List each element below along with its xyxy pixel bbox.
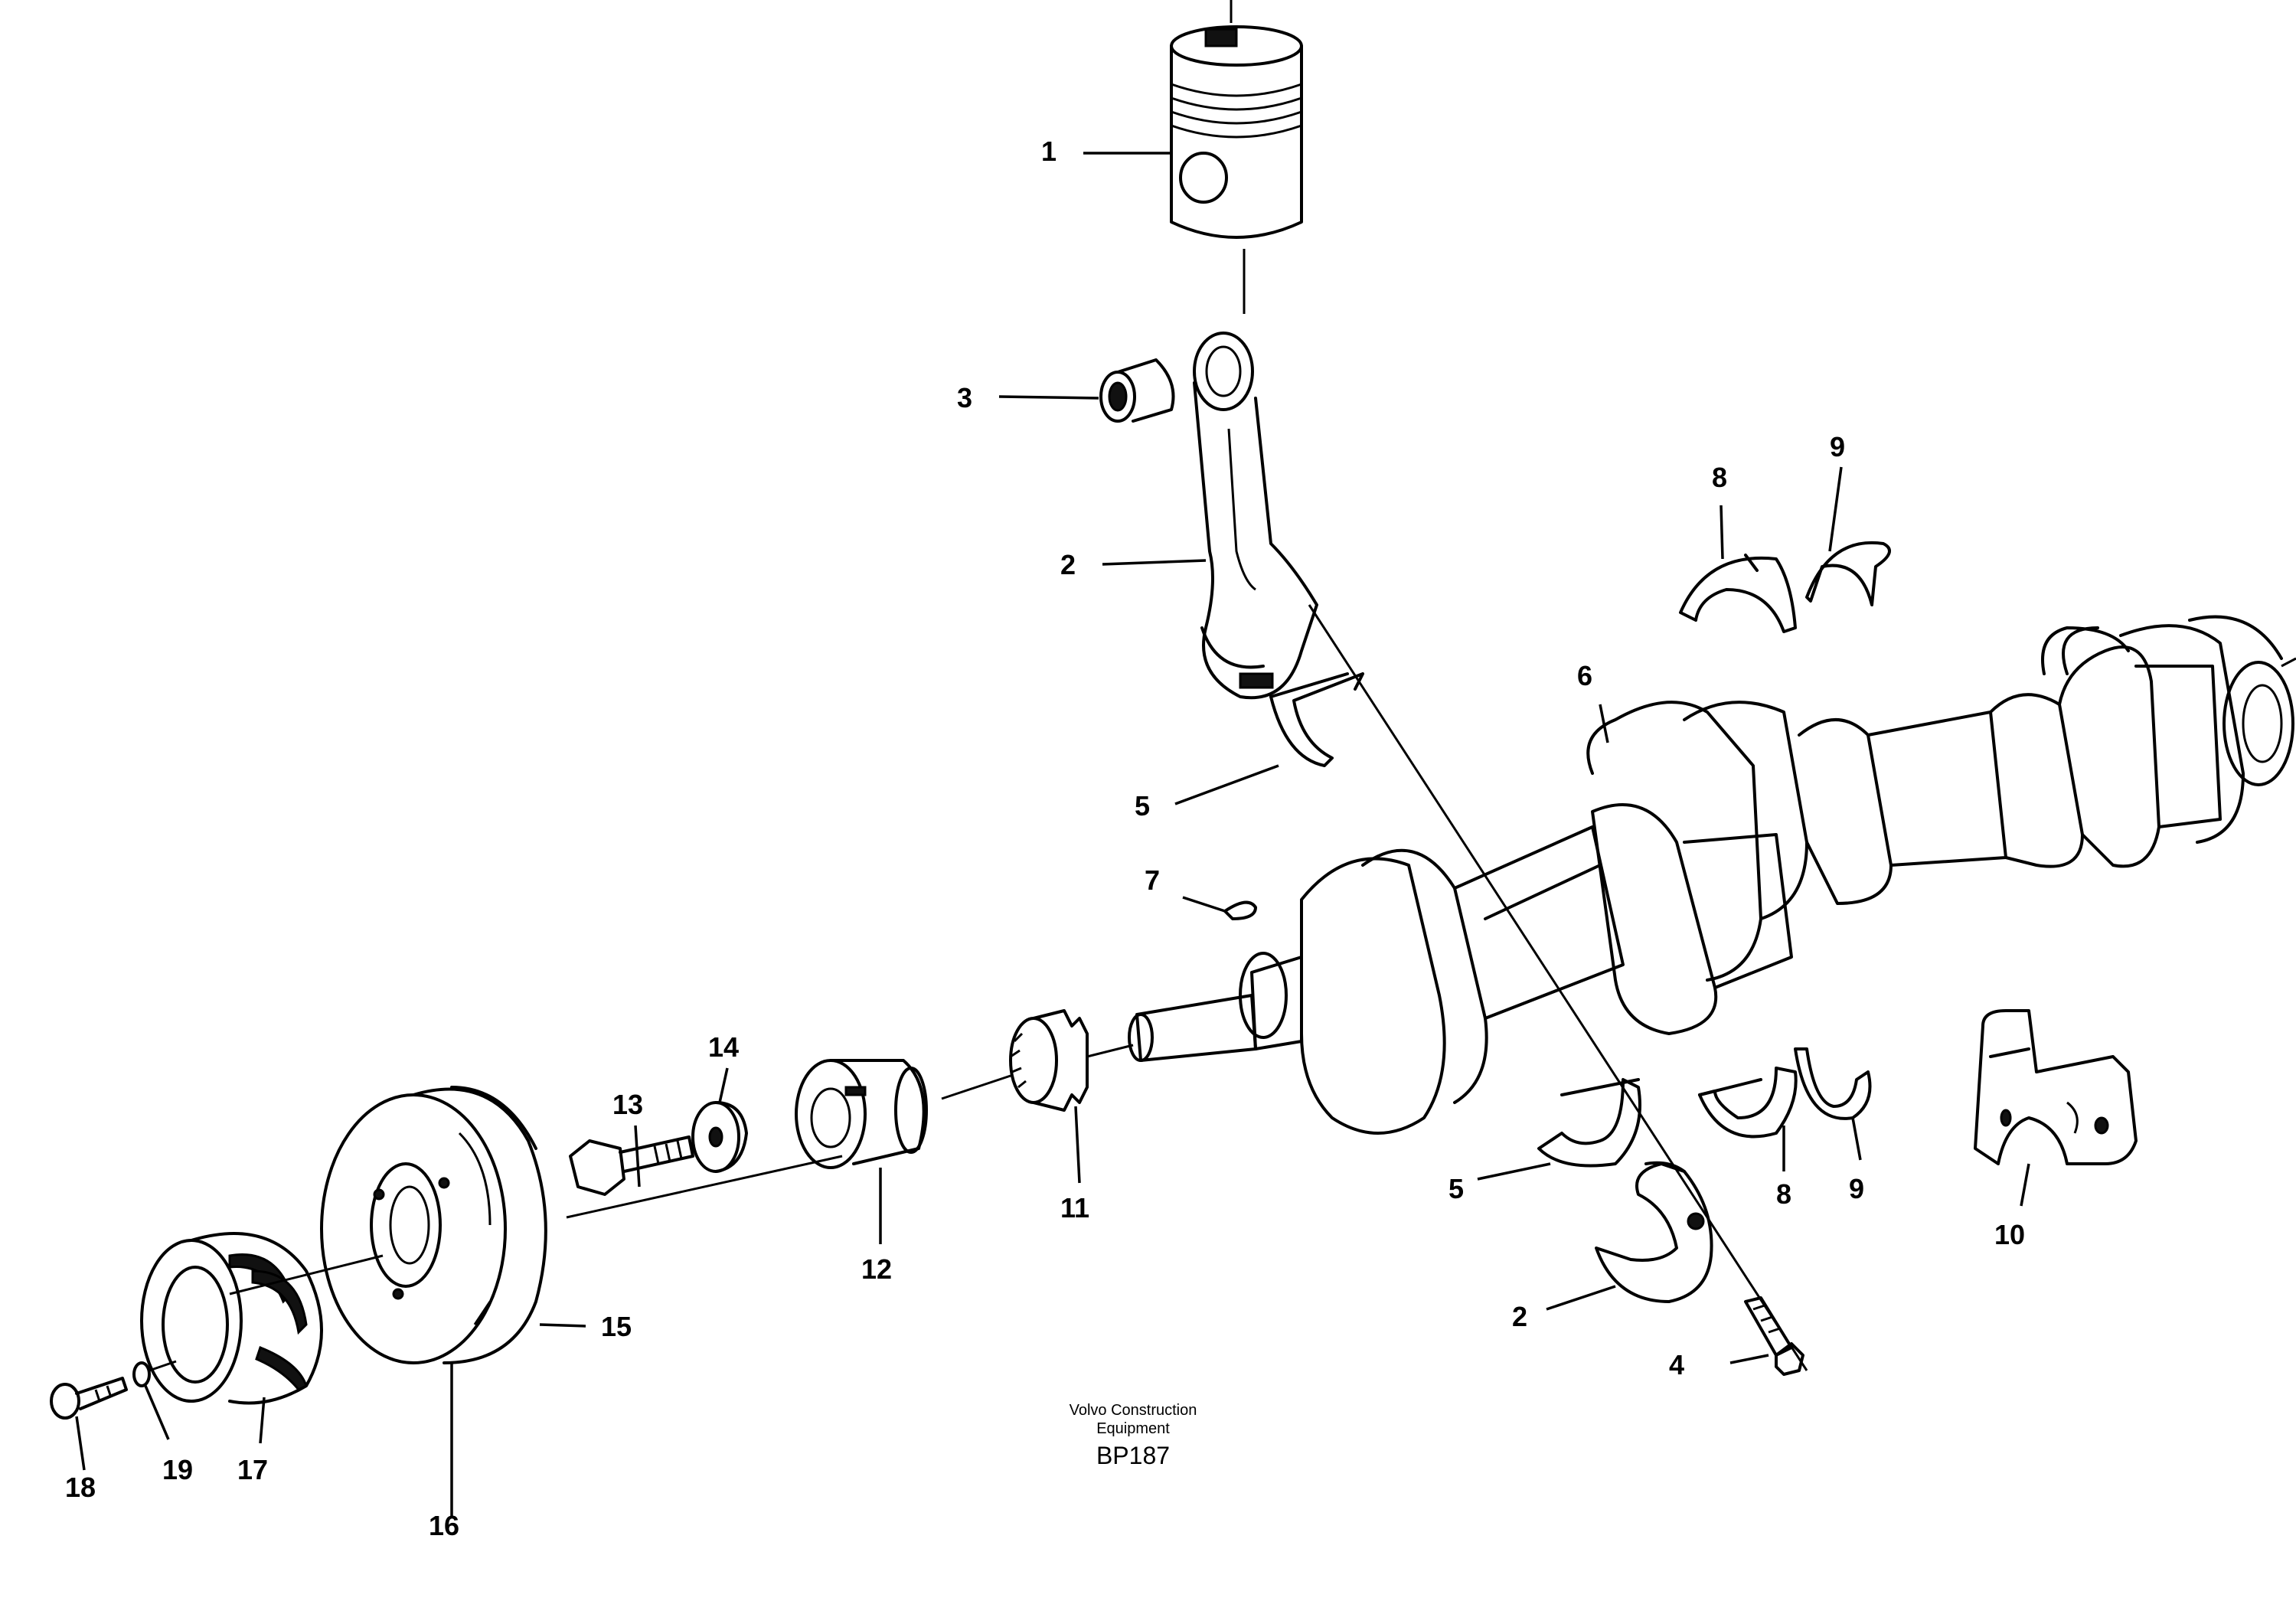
callout-9-bottom: 9 bbox=[1849, 1173, 1864, 1204]
callout-12: 12 bbox=[861, 1253, 892, 1285]
crankshaft bbox=[1128, 615, 2296, 1135]
drawing-code: BP187 bbox=[1096, 1442, 1170, 1469]
hub bbox=[795, 1059, 928, 1169]
callout-5-upper: 5 bbox=[1135, 790, 1150, 822]
thrust-washer-top bbox=[1805, 541, 1891, 606]
callout-2-rod: 2 bbox=[1060, 549, 1076, 580]
main-bearing-shell-bottom bbox=[1698, 1067, 1798, 1139]
credit-block: Volvo Construction Equipment BP187 bbox=[1070, 1402, 1197, 1469]
woodruff-key bbox=[1223, 900, 1257, 920]
credit-line-2: Equipment bbox=[1096, 1420, 1170, 1437]
callout-labels: 1 3 2 5 7 6 8 9 5 8 9 10 2 4 11 12 13 14… bbox=[65, 136, 2025, 1541]
callout-4: 4 bbox=[1669, 1349, 1684, 1380]
connecting-rod bbox=[1193, 332, 1808, 1371]
washer bbox=[691, 1101, 748, 1173]
connecting-rod-bolt bbox=[1744, 1296, 1804, 1376]
belt-pulley bbox=[140, 1232, 384, 1405]
piston bbox=[1170, 0, 1303, 314]
callout-7: 7 bbox=[1145, 864, 1160, 896]
leader-lines bbox=[75, 152, 2030, 1516]
callout-19: 19 bbox=[162, 1454, 193, 1485]
main-bearing-cap bbox=[1974, 1009, 2138, 1165]
lower-bearing-shell bbox=[1537, 1078, 1641, 1168]
upper-bearing-shell bbox=[1269, 672, 1364, 767]
callout-16: 16 bbox=[429, 1510, 459, 1541]
callout-11: 11 bbox=[1060, 1192, 1089, 1224]
callout-8-top: 8 bbox=[1712, 462, 1727, 493]
lock-washer bbox=[132, 1361, 151, 1387]
callout-3: 3 bbox=[957, 382, 972, 413]
bolt-18 bbox=[50, 1360, 177, 1420]
callout-10: 10 bbox=[1994, 1219, 2025, 1250]
callout-18: 18 bbox=[65, 1472, 96, 1503]
bolt-13 bbox=[566, 1135, 843, 1219]
connecting-rod-cap bbox=[1595, 1161, 1713, 1303]
crankshaft-gear bbox=[941, 1009, 1134, 1112]
callout-5-lower: 5 bbox=[1448, 1173, 1464, 1204]
callout-1: 1 bbox=[1041, 136, 1057, 167]
callout-15: 15 bbox=[601, 1311, 632, 1342]
callout-6: 6 bbox=[1577, 660, 1592, 691]
main-bearing-shell-top bbox=[1679, 554, 1797, 633]
credit-line-1: Volvo Construction bbox=[1070, 1402, 1197, 1419]
callout-8-bottom: 8 bbox=[1776, 1178, 1791, 1210]
vibration-damper bbox=[320, 1086, 547, 1364]
callout-9-top: 9 bbox=[1830, 431, 1845, 462]
callout-2-cap: 2 bbox=[1512, 1301, 1527, 1332]
piston-pin-bushing bbox=[1099, 358, 1175, 423]
callout-14: 14 bbox=[708, 1031, 739, 1063]
thrust-washer-bottom bbox=[1794, 1047, 1872, 1120]
callout-13: 13 bbox=[612, 1089, 643, 1120]
callout-17: 17 bbox=[237, 1454, 268, 1485]
